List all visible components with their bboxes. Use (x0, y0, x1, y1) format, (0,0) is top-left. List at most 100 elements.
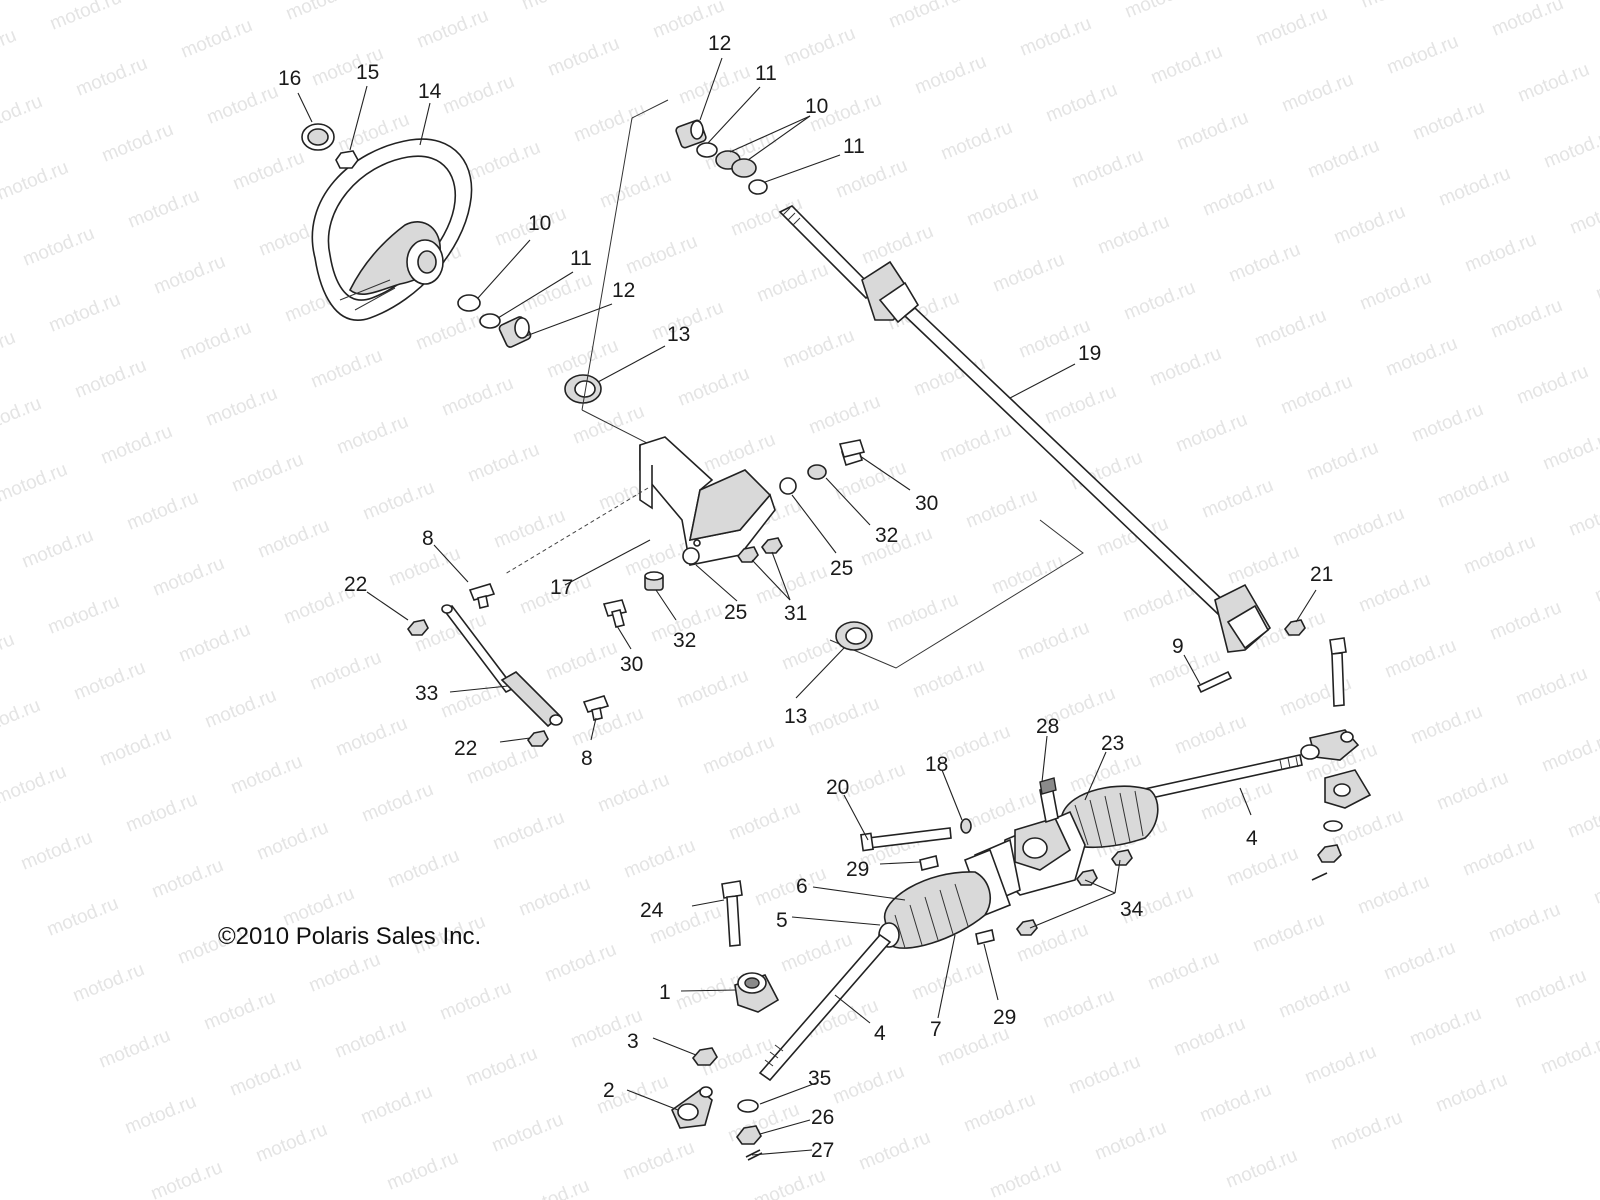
watermark-text: motod.ru (886, 0, 963, 33)
watermark-text: motod.ru (752, 863, 829, 911)
watermark-text: motod.ru (306, 949, 383, 997)
watermark-text: motod.ru (545, 33, 622, 81)
watermark-text: motod.ru (1199, 475, 1276, 523)
watermark-text: motod.ru (937, 419, 1014, 467)
watermark-text: motod.ru (1172, 711, 1249, 759)
watermark-text: motod.ru (1017, 13, 1094, 61)
watermark-text: motod.ru (1382, 635, 1459, 683)
watermark-text: motod.ru (151, 251, 228, 299)
nut-22-lower (526, 730, 549, 747)
watermark-text: motod.ru (439, 373, 516, 421)
watermark-text: motod.ru (542, 939, 619, 987)
watermark-text: motod.ru (230, 147, 307, 195)
watermark-text: motod.ru (490, 807, 567, 855)
watermark-text: motod.ru (1512, 965, 1589, 1013)
watermark-text: motod.ru (1015, 617, 1092, 665)
watermark-text: motod.ru (99, 119, 176, 167)
callout-14-steering-wheel: 14 (418, 80, 442, 103)
nut-34-a (1110, 849, 1133, 866)
watermark-text: motod.ru (1069, 145, 1146, 193)
watermark-text: motod.ru (1514, 361, 1591, 409)
watermark-text: motod.ru (253, 1119, 330, 1167)
callout-15-nut: 15 (356, 61, 379, 84)
callout-10-bearing-top: 10 (805, 95, 828, 118)
callout-10-washer-left: 10 (528, 212, 551, 235)
watermark-text: motod.ru (70, 959, 147, 1007)
watermark-text: motod.ru (1356, 569, 1433, 617)
watermark-text: motod.ru (489, 1109, 566, 1157)
watermark-text: motod.ru (1171, 1013, 1248, 1061)
watermark-text: motod.ru (519, 0, 596, 15)
watermark-text: motod.ru (1591, 861, 1600, 909)
watermark-text: motod.ru (0, 761, 69, 809)
watermark-text: motod.ru (178, 15, 255, 63)
watermark-text: motod.ru (1305, 135, 1382, 183)
tie-rod-left (758, 933, 892, 1082)
watermark-text: motod.ru (1409, 399, 1486, 447)
watermark-text: motod.ru (884, 589, 961, 637)
bolt-30-right (838, 439, 866, 467)
watermark-text: motod.ru (283, 0, 360, 25)
gas-strut (441, 604, 563, 728)
bushing-12-top (675, 119, 707, 149)
watermark-text: motod.ru (621, 835, 698, 883)
callout-12-bushing-top: 12 (708, 32, 731, 55)
bushing-32-center (644, 571, 664, 591)
washer-10-left (457, 294, 481, 312)
watermark-text: motod.ru (989, 551, 1066, 599)
exploded-outline (581, 99, 1084, 669)
callout-35-washer: 35 (808, 1067, 831, 1090)
watermark-text: motod.ru (1538, 1031, 1600, 1079)
watermark-text: motod.ru (0, 629, 17, 677)
watermark-text: motod.ru (0, 157, 71, 205)
callout-1-tie-rod-end-bushing: 1 (659, 981, 671, 1004)
castle-nut-26 (736, 1125, 762, 1145)
callout-22-nut-lower: 22 (454, 737, 477, 760)
watermark-text: motod.ru (909, 957, 986, 1005)
watermark-text: motod.ru (570, 401, 647, 449)
watermark-text: motod.ru (229, 449, 306, 497)
stud-8-lower (582, 695, 610, 721)
watermark-text: motod.ru (227, 1053, 304, 1101)
callout-16-horn-cap: 16 (278, 67, 301, 90)
watermark-text: motod.ru (701, 429, 778, 477)
watermark-text: motod.ru (912, 51, 989, 99)
horn-cap (301, 123, 335, 151)
watermark-text: motod.ru (910, 655, 987, 703)
watermark-text: motod.ru (1066, 1051, 1143, 1099)
watermark-text: motod.ru (44, 893, 121, 941)
watermark-text: motod.ru (990, 249, 1067, 297)
watermark-text: motod.ru (0, 327, 18, 375)
watermark-text: motod.ru (515, 1175, 592, 1200)
watermark-text: motod.ru (491, 505, 568, 553)
leader-lines (297, 57, 1317, 1156)
watermark-text: motod.ru (1355, 871, 1432, 919)
callout-11-washer-left: 11 (570, 247, 592, 270)
watermark-text: motod.ru (1567, 191, 1600, 239)
tie-rod-right (1139, 754, 1303, 801)
watermark-text: motod.ru (308, 345, 385, 393)
callout-3-nut: 3 (627, 1030, 639, 1053)
watermark-text: motod.ru (1593, 257, 1600, 305)
stud-8-upper (468, 583, 496, 609)
parts-layer (301, 99, 1372, 1161)
watermark-text: motod.ru (1252, 305, 1329, 353)
watermark-text: motod.ru (413, 307, 490, 355)
watermark-text: motod.ru (1328, 1107, 1405, 1155)
watermark-text: motod.ru (254, 817, 331, 865)
watermark-text: motod.ru (204, 81, 281, 129)
watermark-text: motod.ru (543, 637, 620, 685)
washer-18 (960, 818, 972, 834)
watermark-text: motod.ru (1541, 125, 1600, 173)
callout-33-gas-strut: 33 (415, 682, 438, 705)
watermark-text: motod.ru (150, 553, 227, 601)
watermark-text: motod.ru (675, 363, 752, 411)
watermark-text: motod.ru (1276, 975, 1353, 1023)
callout-13-seal-upper: 13 (667, 323, 690, 346)
watermark-text: motod.ru (18, 827, 95, 875)
watermark-text: motod.ru (1594, 0, 1600, 3)
watermark-text: motod.ru (97, 723, 174, 771)
watermark-text: motod.ru (1302, 1041, 1379, 1089)
bolt-upper-right (1329, 637, 1347, 707)
callout-26-castle-nut: 26 (811, 1106, 834, 1129)
